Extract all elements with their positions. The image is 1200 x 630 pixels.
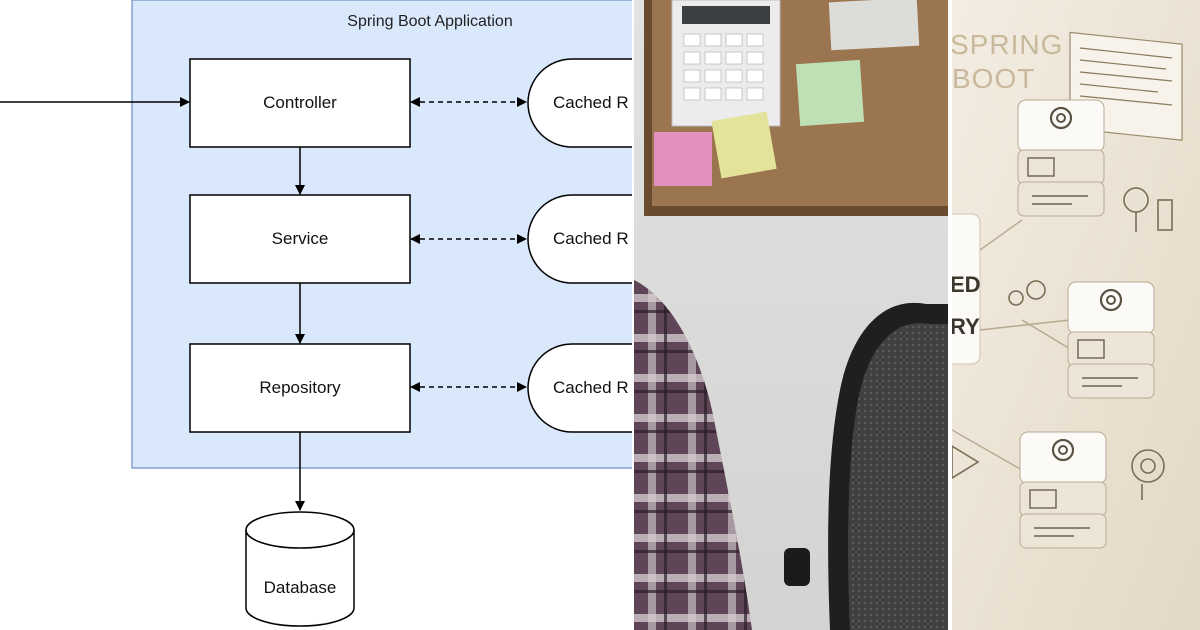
office-photo-canvas [634,0,948,630]
diagram-canvas: Spring Boot Application Controller Servi… [0,0,632,627]
gear-icon [1049,106,1073,130]
spring-text: SPRING [952,29,1063,60]
controller-cache-label: Cached R [553,93,629,112]
database-label: Database [264,578,337,597]
lightbulb-icon [1131,449,1165,500]
calculator [671,0,781,127]
triangle-icon [952,445,980,479]
pink-sticky-note [654,132,712,186]
server-stack-1 [1017,99,1105,217]
device-icon [1157,199,1173,231]
repository-label: Repository [259,378,341,397]
server-stack-2 [1067,281,1155,399]
yellow-sticky-note [711,111,777,179]
gear-icon [1099,288,1123,312]
location-pin-icon [1123,187,1149,232]
spring-boot-illustration: SPRING BOOT ED RY [952,0,1200,630]
controller-cache-shape [527,58,632,148]
panel-divider-2 [948,0,952,630]
service-label: Service [272,229,329,248]
server-stack-3 [1019,431,1107,549]
link-icon [1008,280,1046,306]
paper-note [828,0,920,51]
chair-armrest [784,548,810,586]
tile-text-ry: RY [952,314,980,339]
container-title: Spring Boot Application [347,13,512,30]
illustration-canvas: SPRING BOOT ED RY [952,0,1200,630]
office-chair-mesh [848,323,948,630]
service-cache-shape [527,194,632,284]
controller-label: Controller [263,93,337,112]
controller-box [189,58,411,148]
repository-cache-shape [527,343,632,433]
partial-title-tile: ED RY [952,213,981,365]
person-plaid-shirt [634,280,752,630]
service-cache-label: Cached R [553,229,629,248]
tile-text-ed: ED [952,272,981,297]
architecture-diagram: Spring Boot Application Controller Servi… [0,0,632,627]
boot-text: BOOT [952,63,1035,94]
gear-icon [1051,438,1075,462]
repository-cache-label: Cached R [553,378,629,397]
database-cylinder [245,511,355,627]
office-photo [634,0,948,630]
green-sticky-note [795,59,865,127]
